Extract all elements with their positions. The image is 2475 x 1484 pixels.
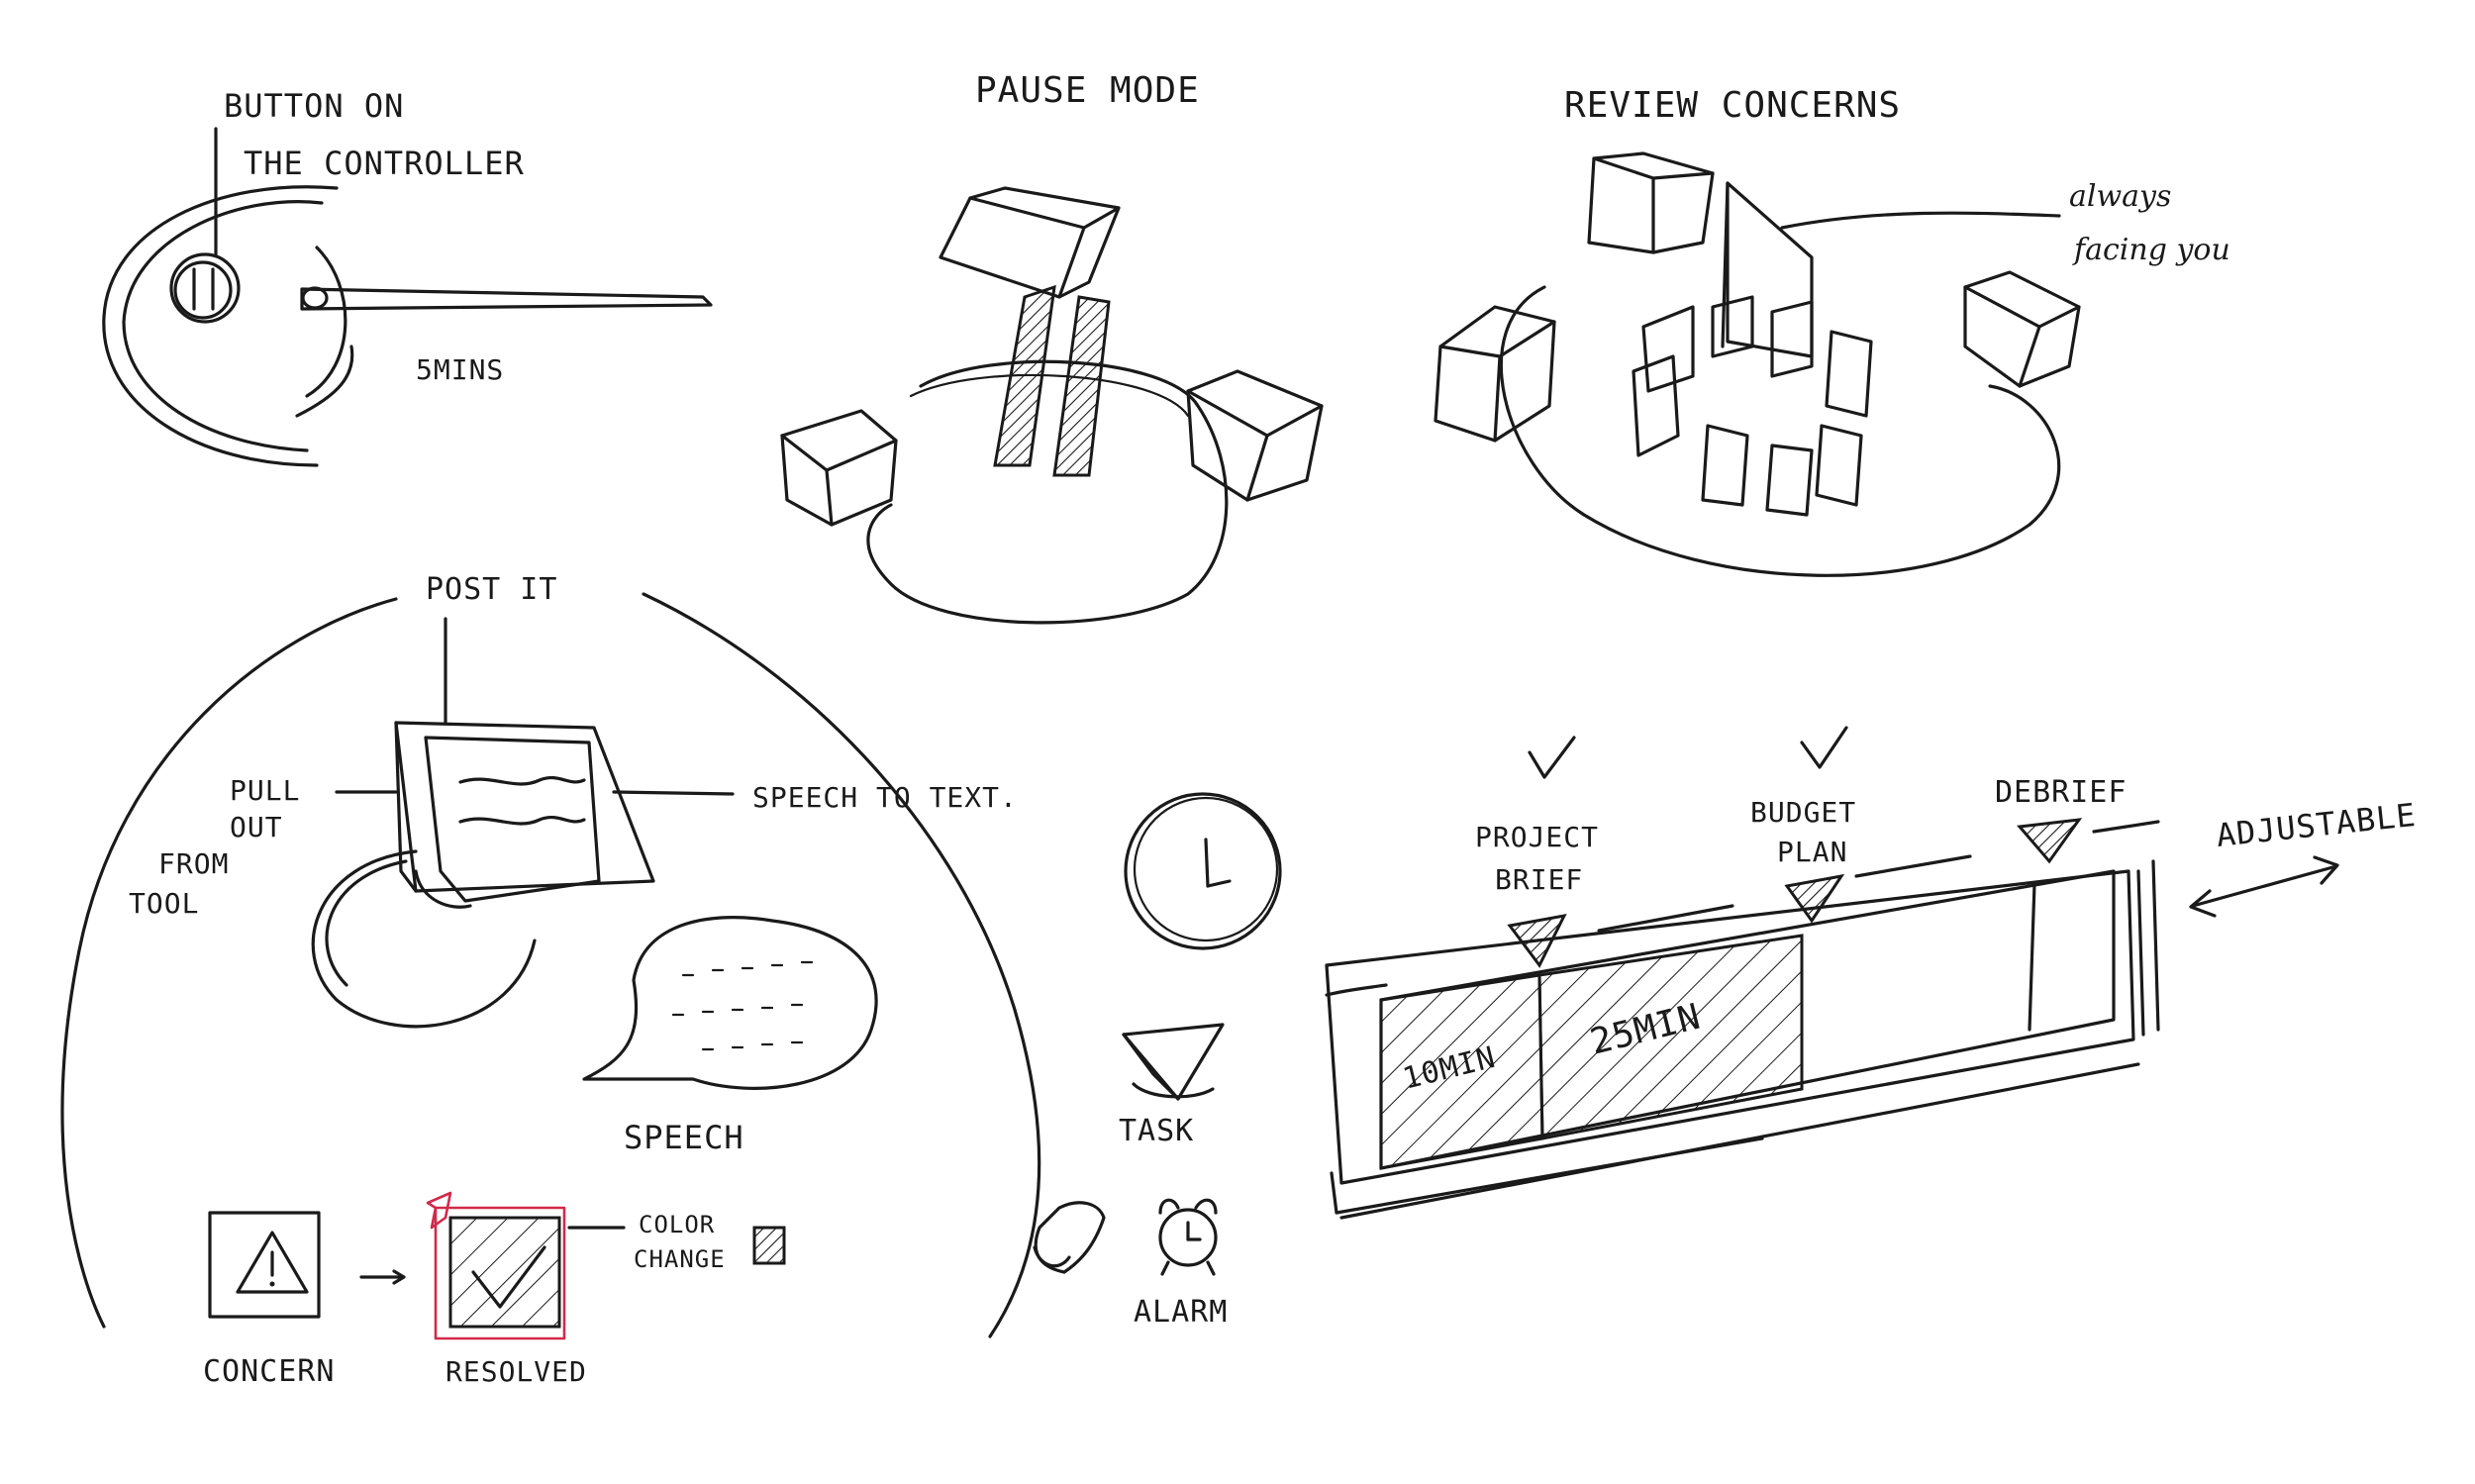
alarm-clock-icon: ALARM xyxy=(1134,1198,1228,1330)
marker2-line2: PLAN xyxy=(1777,836,1847,868)
marker2-line1: BUDGET xyxy=(1750,796,1856,829)
marker-triangle xyxy=(2017,818,2083,864)
resolved-label: RESOLVED xyxy=(446,1355,587,1388)
concern-label: CONCERN xyxy=(203,1354,335,1389)
check-icon xyxy=(471,1245,546,1309)
pull-line3: FROM xyxy=(158,847,229,880)
speech-bubble xyxy=(582,916,878,1090)
alarm-label: ALARM xyxy=(1134,1295,1228,1330)
pause-mode-title: PAUSE MODE xyxy=(975,70,1200,111)
marker-budget-plan: BUDGET PLAN xyxy=(1750,726,1856,924)
timeline-sketch: 10MIN 25MIN PROJECT BRIEF BUDGET PLAN DE… xyxy=(1325,726,2419,1220)
concern-card xyxy=(208,1211,321,1319)
pause-icon xyxy=(169,252,241,324)
marker-triangle xyxy=(1784,873,1845,924)
cube xyxy=(1434,305,1556,443)
bell-icon xyxy=(1033,1201,1106,1274)
postit-title: POST IT xyxy=(426,572,557,607)
marker1-line1: PROJECT xyxy=(1475,821,1599,853)
controller-sketch: BUTTON ON THE CONTROLLER 5MINS xyxy=(102,87,713,467)
cube xyxy=(1587,151,1715,254)
review-concerns-sketch: REVIEW CONCERNS always facing you xyxy=(1434,85,2230,577)
postit-pad xyxy=(394,721,655,909)
marker-project-brief: PROJECT BRIEF xyxy=(1475,736,1599,968)
review-note-line2: facing you xyxy=(2072,233,2230,267)
controller-label-line2: THE CONTROLLER xyxy=(244,145,525,182)
marker1-line2: BRIEF xyxy=(1495,863,1583,896)
color-swatch xyxy=(752,1226,786,1265)
warning-icon xyxy=(236,1231,309,1294)
marker-debrief: DEBRIEF xyxy=(1995,775,2127,864)
postit-sketch: POST IT PULL OUT FROM TOOL SPEECH TO TEX… xyxy=(60,572,1041,1338)
speech-label: SPEECH xyxy=(624,1119,744,1156)
cube xyxy=(1963,270,2081,388)
speech-to-text-label: SPEECH TO TEXT. xyxy=(752,781,1018,814)
pause-mode-sketch: PAUSE MODE xyxy=(780,70,1324,625)
pull-line2: OUT xyxy=(230,811,283,843)
marker-triangle xyxy=(1507,913,1567,968)
color-change-line1: COLOR xyxy=(639,1211,715,1238)
concern-status-sketch: CONCERN RESOLVED COLOR CHANGE xyxy=(203,1191,786,1389)
duration-label: 5MINS xyxy=(416,353,504,386)
review-note-line1: always xyxy=(2069,179,2171,214)
segment-25min xyxy=(1537,934,1804,1140)
check-icon xyxy=(1528,736,1576,779)
pull-line4: TOOL xyxy=(129,887,199,920)
clock-icon xyxy=(1124,792,1282,950)
cube xyxy=(1186,369,1324,502)
adjustable-label: ADJUSTABLE xyxy=(2215,796,2419,854)
marker3-label: DEBRIEF xyxy=(1995,775,2127,810)
pull-line1: PULL xyxy=(230,774,300,807)
task-icon: TASK xyxy=(1119,1023,1225,1148)
double-arrow-icon xyxy=(2189,855,2339,918)
review-title: REVIEW CONCERNS xyxy=(1564,85,1901,126)
color-change-line2: CHANGE xyxy=(634,1245,726,1273)
cube xyxy=(939,186,1121,299)
task-label: TASK xyxy=(1119,1114,1194,1148)
resolved-card xyxy=(426,1191,566,1340)
controller-label-line1: BUTTON ON xyxy=(224,87,404,125)
check-icon xyxy=(1800,726,1848,769)
cube xyxy=(780,409,898,527)
